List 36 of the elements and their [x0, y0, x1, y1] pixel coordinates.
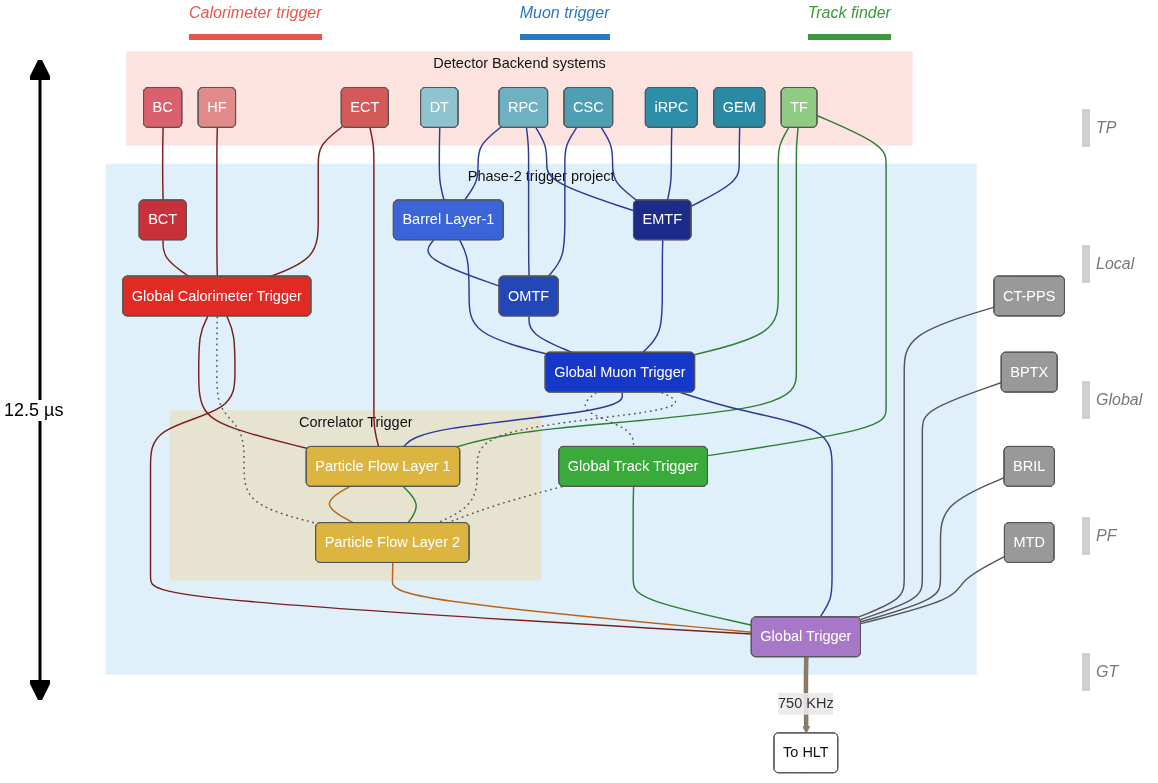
connector	[547, 127, 578, 278]
edge-label: 750 KHz	[778, 695, 834, 712]
connector	[402, 486, 417, 524]
connector	[455, 127, 799, 448]
connector	[860, 476, 1006, 623]
layer-label: TP	[1082, 109, 1152, 147]
connector	[600, 127, 638, 202]
connector	[535, 127, 635, 212]
connector	[641, 239, 664, 354]
connector	[584, 391, 635, 448]
layer-label: GT	[1082, 653, 1152, 691]
connector	[458, 239, 548, 355]
connector	[707, 115, 887, 457]
connector	[162, 239, 190, 278]
connector	[525, 127, 530, 278]
latency-label: 12.5 µs	[4, 399, 64, 421]
connector	[391, 562, 753, 633]
connector	[198, 315, 309, 450]
connector	[859, 381, 1003, 621]
connector	[528, 315, 574, 354]
connector	[632, 486, 753, 626]
connector	[860, 555, 1006, 625]
connector	[149, 315, 753, 635]
connector	[402, 391, 624, 448]
connector	[427, 239, 501, 287]
layer-label: Global	[1082, 381, 1152, 419]
connector	[328, 486, 355, 524]
connector	[369, 127, 380, 448]
layer-label: Local	[1082, 245, 1152, 283]
connector	[690, 127, 741, 207]
section-header: Calorimeter trigger	[189, 4, 322, 40]
connector	[693, 127, 790, 356]
layer-label: PF	[1082, 517, 1152, 555]
connector	[216, 127, 219, 278]
section-header: Muon trigger	[519, 4, 610, 40]
section-header: Track finder	[807, 4, 891, 40]
